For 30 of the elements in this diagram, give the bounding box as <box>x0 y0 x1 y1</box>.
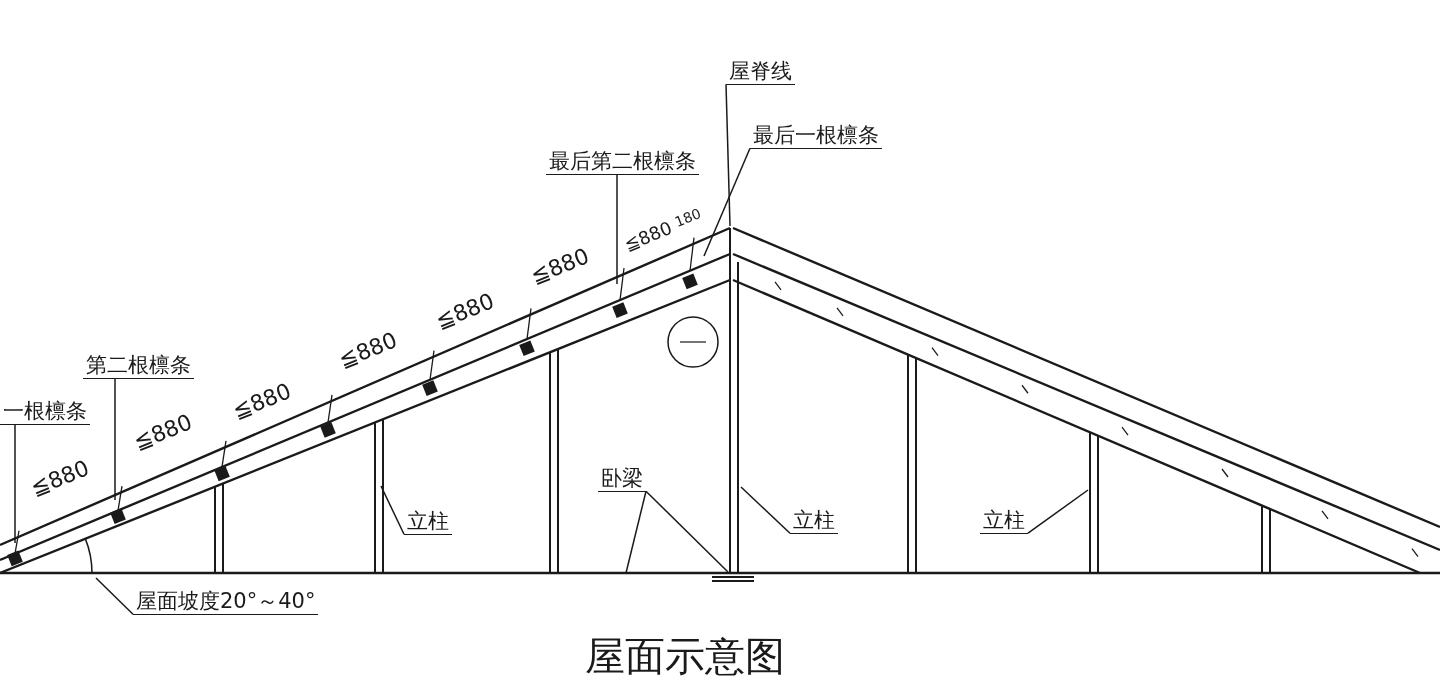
dimension-label: ≦880 <box>621 217 675 255</box>
dimension-label: ≦880 <box>229 378 295 424</box>
leader-line <box>616 173 618 285</box>
leader-line <box>725 83 731 227</box>
diagram-title: 屋面示意图 <box>585 632 785 680</box>
dimension-label: 180 <box>672 205 704 231</box>
part-label: 第二根檩条 <box>83 352 194 379</box>
part-label: 最后一根檩条 <box>750 122 882 149</box>
dimension-label: ≦880 <box>335 327 401 373</box>
leader-line <box>114 377 116 501</box>
dimension-label: ≦880 <box>130 409 196 455</box>
leader-line <box>1027 489 1089 534</box>
leader-line <box>645 490 729 573</box>
part-label: 一根檩条 <box>0 398 90 425</box>
part-label: 屋脊线 <box>726 58 795 85</box>
dimension-label: ≦880 <box>527 243 593 289</box>
part-label: 卧梁 <box>598 465 646 492</box>
leader-line <box>95 577 134 615</box>
part-label: 立柱 <box>980 507 1028 534</box>
part-label: 立柱 <box>404 508 452 535</box>
part-label: 屋面坡度20°～40° <box>133 588 319 615</box>
part-label: 最后第二根檩条 <box>546 148 699 175</box>
leader-line <box>703 147 751 257</box>
leader-line <box>740 486 791 534</box>
leader-line <box>380 485 405 535</box>
leader-line <box>625 490 647 574</box>
part-label: 立柱 <box>790 507 838 534</box>
leader-line <box>14 423 16 544</box>
dimension-label: ≦880 <box>432 288 498 334</box>
dimension-label: ≦880 <box>27 455 93 501</box>
